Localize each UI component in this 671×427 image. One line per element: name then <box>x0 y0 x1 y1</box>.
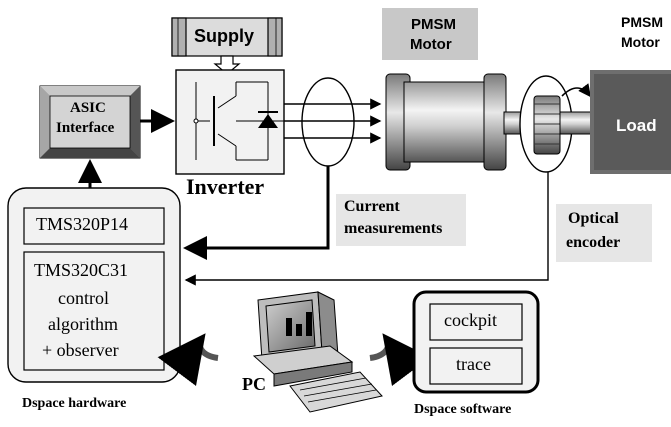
cockpit-label: cockpit <box>444 310 497 330</box>
pc-computer <box>252 291 383 413</box>
current-label-line1: Current <box>344 198 400 215</box>
pc-to-hardware-arrow <box>157 333 219 387</box>
pmsm-motor-right-label-line1: PMSM <box>621 14 663 30</box>
tms320p14-box <box>23 207 165 245</box>
load-block <box>590 70 671 174</box>
inverter-block <box>175 69 285 175</box>
supply-arrow <box>213 55 241 75</box>
current-sensor-ellipse <box>301 77 355 167</box>
optical-label-line1: Optical <box>568 210 619 227</box>
trace-box <box>429 347 523 385</box>
observer-label: + observer <box>42 340 119 360</box>
encoder-feedback-line <box>184 172 549 286</box>
control-label: control <box>58 288 109 308</box>
dspace-hardware-label: Dspace hardware <box>22 396 127 411</box>
pc-to-software-arrow <box>369 333 431 387</box>
current-label-line2: measurements <box>344 220 443 237</box>
pmsm-motor <box>385 73 535 171</box>
pmsm-motor-label-line1: PMSM <box>411 16 456 33</box>
supply-block <box>171 17 283 57</box>
pmsm-motor-right-label-line2: Motor <box>621 34 660 50</box>
optical-encoder <box>519 75 595 173</box>
phase-lines <box>284 98 382 144</box>
current-label-bg <box>336 194 466 246</box>
rotation-arrow <box>561 83 591 98</box>
load-label: Load <box>616 116 657 135</box>
pmsm-motor-label-line2: Motor <box>410 36 452 53</box>
cockpit-box <box>429 303 523 341</box>
tms320c31-label: TMS320C31 <box>34 260 129 280</box>
trace-label: trace <box>456 354 491 374</box>
pmsm-label-box <box>382 8 478 60</box>
asic-label-line1: ASIC <box>70 100 106 116</box>
tms320c31-box <box>23 251 165 371</box>
inverter-label: Inverter <box>186 174 265 199</box>
dspace-software-label: Dspace software <box>414 402 512 417</box>
asic-label-line2: Interface <box>56 120 115 136</box>
optical-label-bg <box>556 204 652 262</box>
tms320p14-label: TMS320P14 <box>36 214 129 234</box>
algorithm-label: algorithm <box>48 314 118 334</box>
current-feedback-line <box>183 166 330 260</box>
supply-label: Supply <box>194 26 255 46</box>
optical-label-line2: encoder <box>566 234 621 251</box>
asic-interface-block <box>39 85 141 159</box>
pc-label: PC <box>242 374 266 394</box>
